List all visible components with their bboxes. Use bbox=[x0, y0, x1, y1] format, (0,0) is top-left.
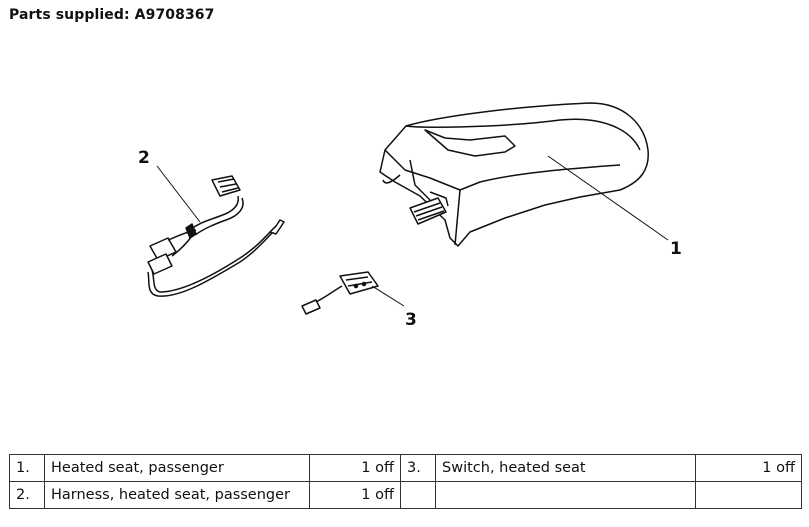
part-number: 2. bbox=[9, 481, 45, 509]
heated-seat-illustration bbox=[379, 102, 649, 247]
part-quantity: 1 off bbox=[309, 481, 401, 509]
part-number: 1. bbox=[9, 454, 45, 482]
callout-3: 3 bbox=[405, 310, 417, 330]
part-quantity: 1 off bbox=[695, 454, 802, 482]
page-title: Parts supplied: A9708367 bbox=[9, 7, 215, 23]
callout-1: 1 bbox=[670, 239, 682, 259]
leader-lines bbox=[156, 155, 669, 307]
callout-2: 2 bbox=[138, 148, 150, 168]
table-row: 1. Heated seat, passenger 1 off 3. Switc… bbox=[9, 454, 802, 482]
part-number bbox=[400, 481, 436, 509]
switch-illustration bbox=[301, 271, 379, 315]
parts-table: 1. Heated seat, passenger 1 off 3. Switc… bbox=[9, 454, 802, 509]
harness-illustration bbox=[147, 175, 285, 297]
part-description: Heated seat, passenger bbox=[44, 454, 310, 482]
parts-illustration: 1 2 3 bbox=[138, 102, 682, 330]
part-description: Switch, heated seat bbox=[435, 454, 696, 482]
part-quantity: 1 off bbox=[309, 454, 401, 482]
part-description: Harness, heated seat, passenger bbox=[44, 481, 310, 509]
table-row: 2. Harness, heated seat, passenger 1 off bbox=[9, 481, 802, 509]
part-description bbox=[435, 481, 696, 509]
part-quantity bbox=[695, 481, 802, 509]
part-number: 3. bbox=[400, 454, 436, 482]
